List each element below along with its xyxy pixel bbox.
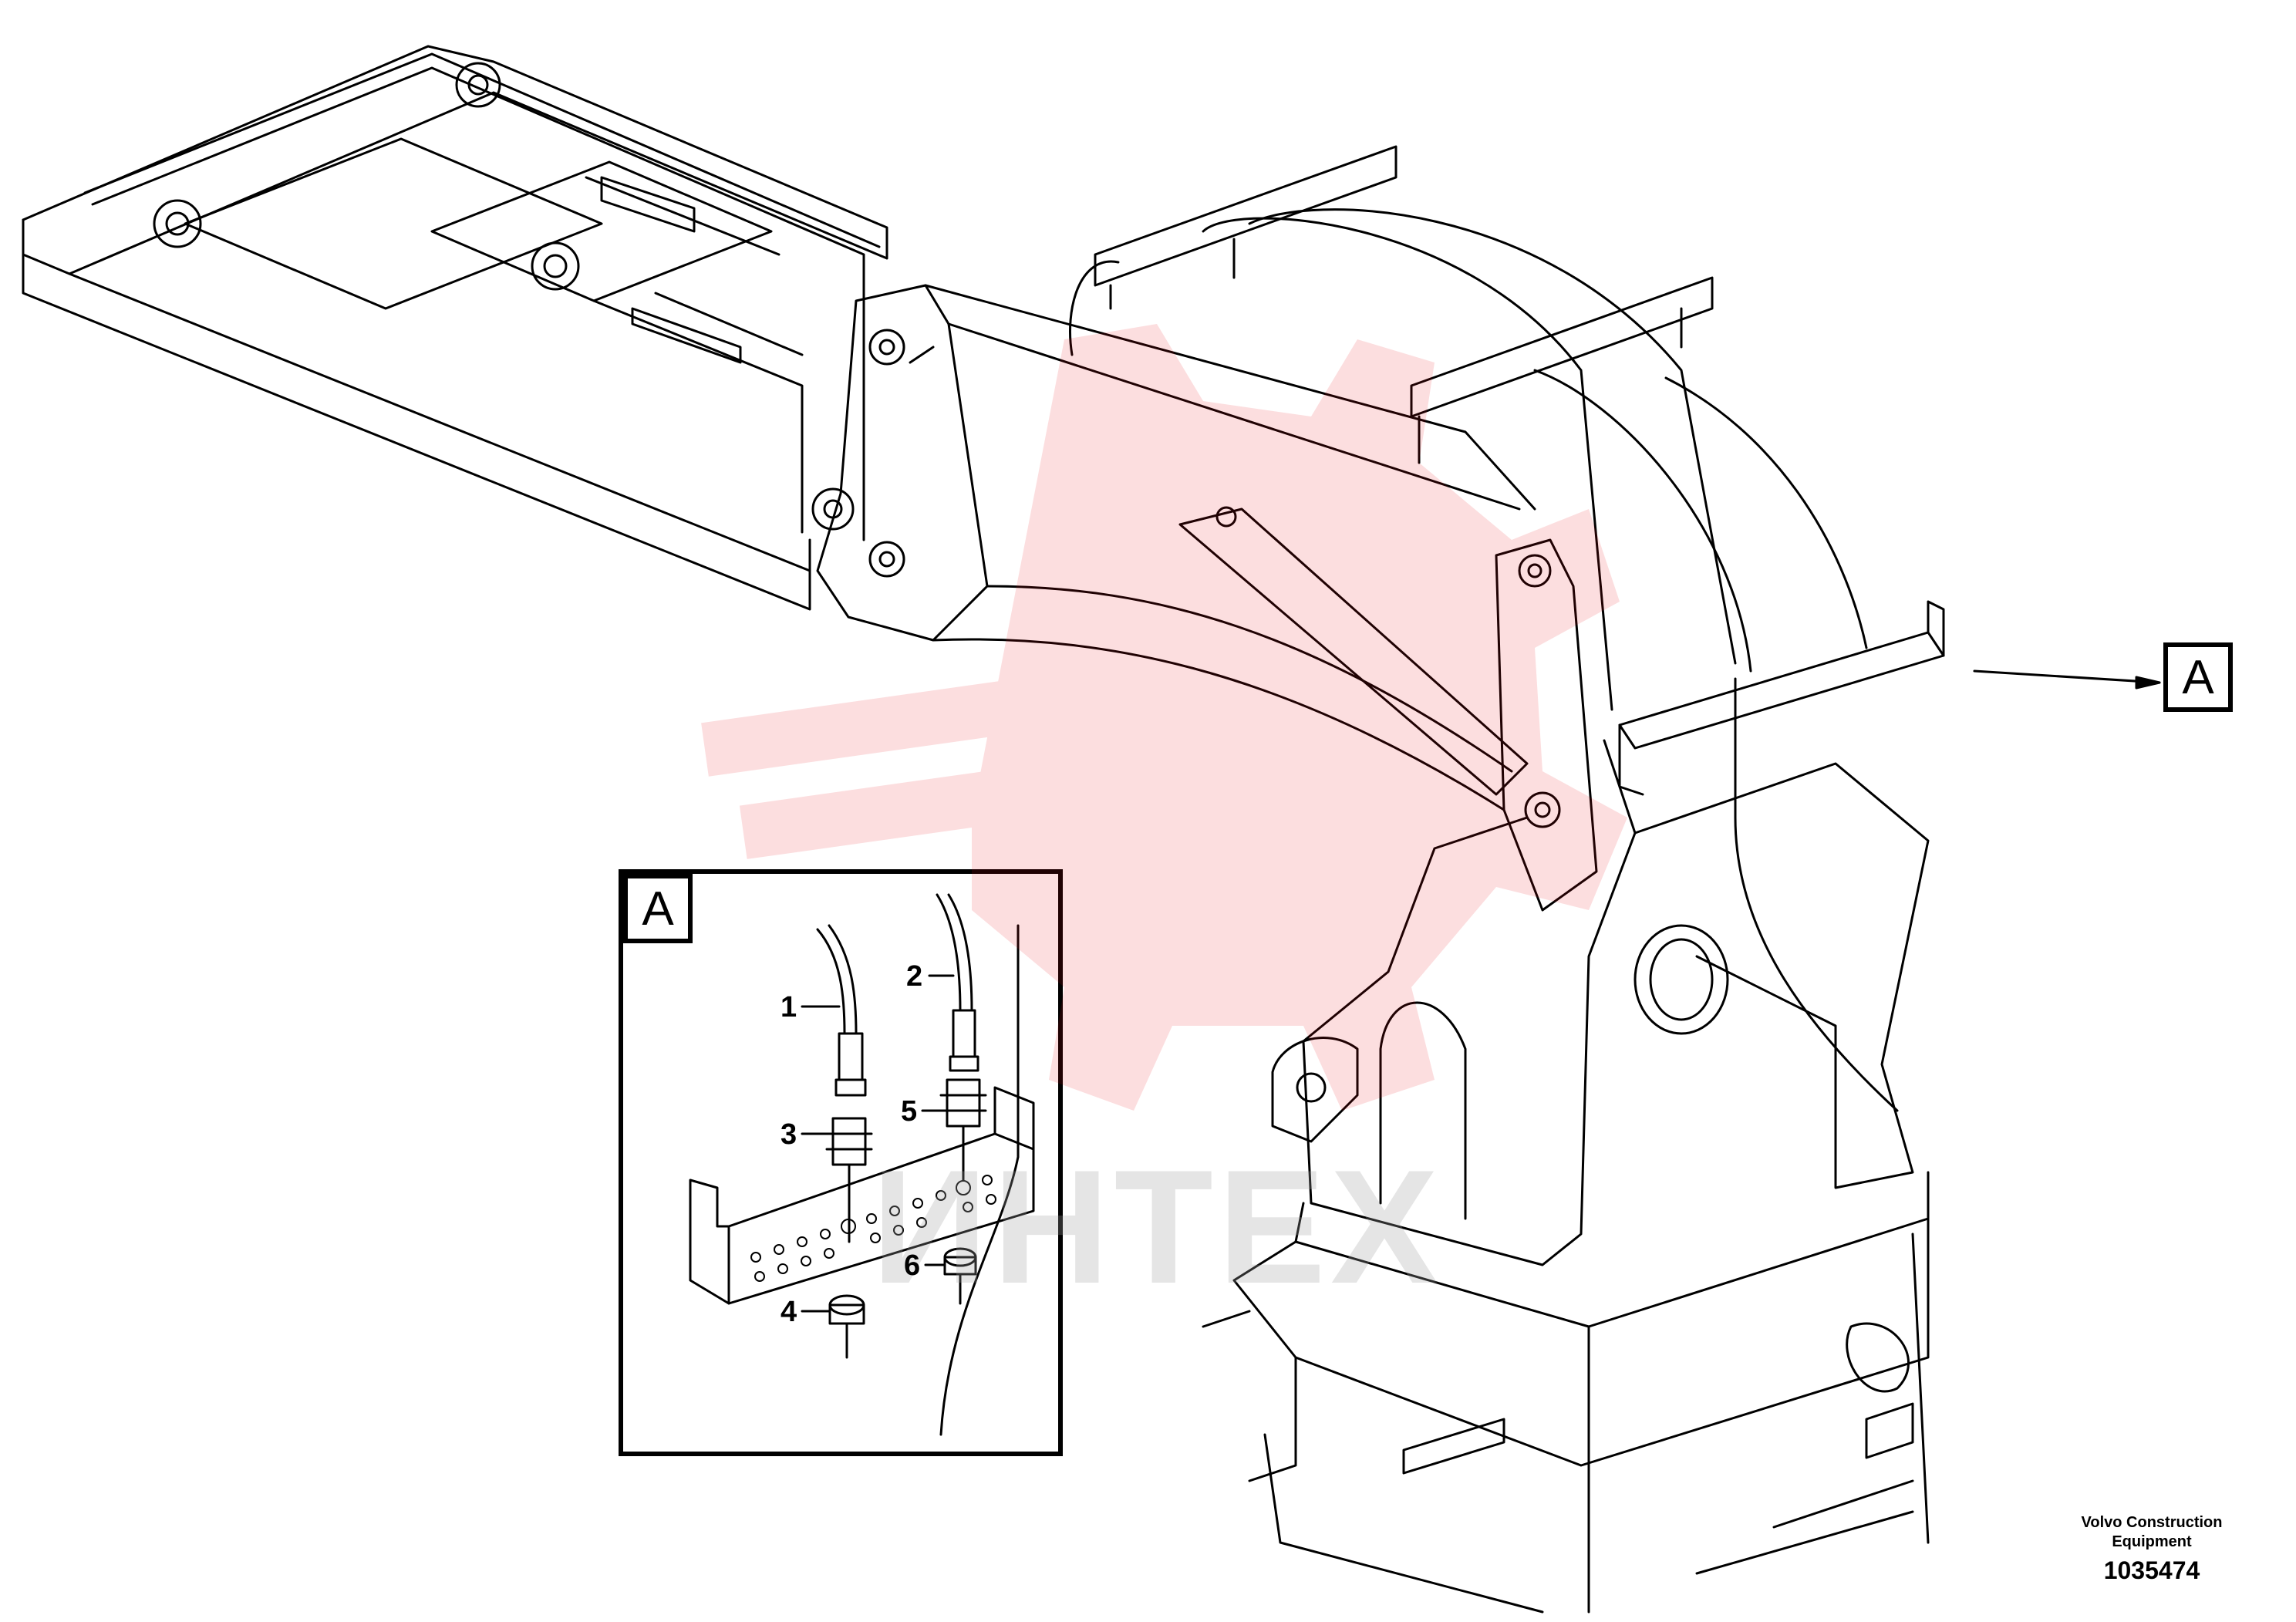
boom-linkage (816, 284, 1598, 912)
detail-view-label: A (623, 874, 693, 943)
part-number-4: 4 (781, 1296, 797, 1328)
part-number-1: 1 (781, 991, 797, 1023)
part-number-6: 6 (904, 1249, 921, 1282)
detail-drawing (689, 893, 1035, 1436)
detail-frame (619, 869, 1063, 1456)
view-a-leader (1973, 669, 2161, 684)
bracket-holes (750, 1175, 996, 1282)
drawing-number: 1035474 (2103, 1556, 2200, 1584)
part-number-2: 2 (906, 960, 923, 993)
part-number-5: 5 (901, 1095, 918, 1128)
part-number-3: 3 (781, 1118, 797, 1151)
credit-line-2: Equipment (2112, 1533, 2192, 1550)
lower-chassis (1202, 739, 1930, 1614)
view-a-label: A (2163, 642, 2233, 712)
credit-line-1: Volvo Construction (2081, 1514, 2223, 1531)
cross-members (1069, 145, 1899, 1112)
hose-bracket-main (1618, 600, 1945, 796)
upper-frame (22, 45, 888, 611)
watermark-emblem (701, 324, 1627, 1111)
